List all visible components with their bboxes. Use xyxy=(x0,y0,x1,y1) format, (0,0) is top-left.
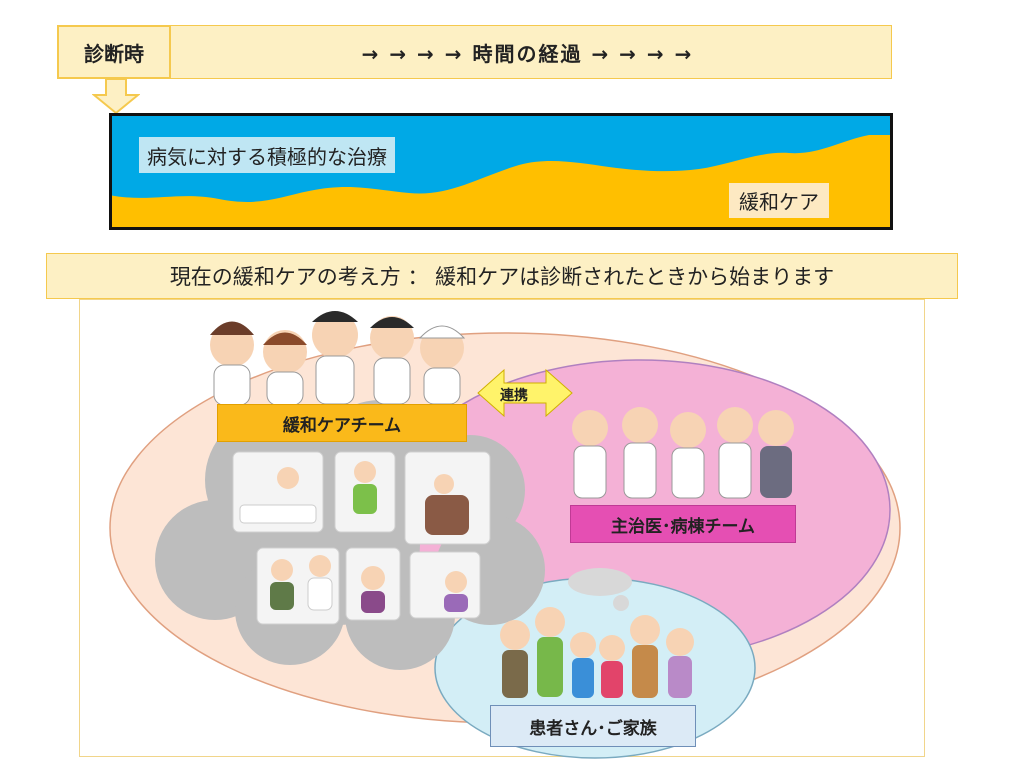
link-label: 連携 xyxy=(500,385,528,405)
palliative-care-team-label: 緩和ケアチーム xyxy=(217,404,467,442)
ward-team-label: 主治医･病棟チーム xyxy=(570,505,796,543)
ward-team-people xyxy=(572,407,794,498)
diagnosis-start-label: 診断時 xyxy=(57,25,171,79)
patient-family-label: 患者さん･ご家族 xyxy=(490,705,696,747)
thought-bubble-small xyxy=(613,595,629,611)
thought-bubble-mid xyxy=(568,568,632,596)
palliative-team-people xyxy=(210,311,464,405)
